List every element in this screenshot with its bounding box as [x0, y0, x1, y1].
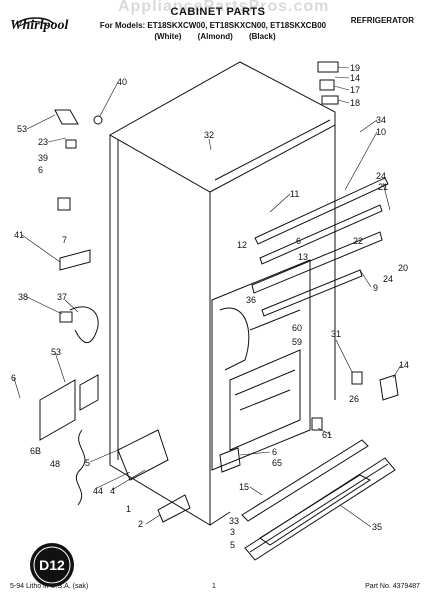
part-number-callouts: 19 14 17 18 34 10 40 53 23 39 6 7 41 32 … [11, 63, 409, 550]
footer-part-number: Part No. 4379487 [365, 583, 420, 590]
callout-2: 2 [138, 519, 143, 529]
callout-26: 26 [349, 394, 359, 404]
callout-1: 1 [126, 504, 131, 514]
d12-badge-label: D12 [39, 557, 65, 573]
whirlpool-logo [6, 14, 86, 48]
callout-6: 6 [272, 447, 277, 457]
cap-small [65, 139, 77, 149]
callout-53: 53 [17, 124, 27, 134]
callout-21: 21 [378, 182, 388, 192]
callout-5: 5 [230, 540, 235, 550]
hinge-top-right [317, 61, 339, 105]
color-list: (White) (Almond) (Black) [154, 32, 276, 41]
callout-22: 22 [353, 236, 363, 246]
callout-23: 23 [38, 137, 48, 147]
callout-39: 39 [38, 153, 48, 163]
callout-40: 40 [117, 77, 127, 87]
callout-17: 17 [350, 85, 360, 95]
callout-6: 6 [38, 165, 43, 175]
page-title: CABINET PARTS [170, 6, 266, 18]
end-cap-61 [311, 417, 323, 431]
leader-lines [13, 66, 402, 528]
callout-12: 12 [237, 240, 247, 250]
callout-53: 53 [51, 347, 61, 357]
cabinet-shell [108, 61, 336, 526]
callout-41: 41 [14, 230, 24, 240]
callout-33: 33 [229, 516, 239, 526]
d12-badge: D12 [30, 543, 74, 587]
shelf-rail-upper [254, 177, 389, 265]
callout-4: 4 [110, 486, 115, 496]
callout-18: 18 [350, 98, 360, 108]
callout-24: 24 [376, 171, 386, 181]
callout-3: 3 [230, 527, 235, 537]
swirl-logo-icon [15, 17, 55, 27]
callout-13: 13 [298, 252, 308, 262]
callout-24: 24 [383, 274, 393, 284]
footer-page-number: 1 [212, 583, 216, 590]
model-list: For Models: ET18SKXCW00, ET18SKXCN00, ET… [99, 21, 327, 30]
watermark: AppliancePartsPros.com [118, 0, 330, 15]
footer-litho: 5-94 Litho in U.S.A. (sak) [10, 583, 89, 590]
callout-32: 32 [204, 130, 214, 140]
power-cord [75, 429, 86, 506]
bracket-6-left [57, 197, 71, 211]
callout-19: 19 [350, 63, 360, 73]
callout-37: 37 [57, 292, 67, 302]
shelf-rail-lower [251, 231, 383, 317]
callout-59: 59 [292, 337, 302, 347]
callout-14: 14 [399, 360, 409, 370]
callout-20: 20 [398, 263, 408, 273]
callout-6b: 6B [30, 446, 41, 456]
leveler-bracket-left [39, 374, 99, 441]
clip-65 [219, 447, 241, 473]
callout-60: 60 [292, 323, 302, 333]
department-label: REFRIGERATOR [350, 16, 414, 25]
wire-harness-37 [59, 306, 99, 344]
brand-name: Whirlpool [10, 18, 69, 33]
callout-6: 6 [296, 236, 301, 246]
tape-41 [59, 249, 91, 271]
cabinet-interior [211, 259, 311, 471]
callout-44: 44 [93, 486, 103, 496]
callout-14: 14 [350, 73, 360, 83]
callout-11: 11 [290, 189, 299, 199]
door-stop-2 [157, 494, 191, 523]
compressor-base-plate [117, 429, 169, 481]
base-strip [241, 439, 369, 522]
callout-5: 5 [85, 458, 90, 468]
callout-7: 7 [62, 235, 67, 245]
bracket-31 [351, 371, 363, 385]
callout-6: 6 [11, 373, 16, 383]
callout-15: 15 [239, 482, 249, 492]
hinge-bracket-left-top [54, 109, 103, 125]
callout-9: 9 [373, 283, 378, 293]
callout-36: 36 [246, 295, 256, 305]
callout-35: 35 [372, 522, 382, 532]
callout-65: 65 [272, 458, 282, 468]
callout-38: 38 [18, 292, 28, 302]
callout-48: 48 [50, 459, 60, 469]
callout-31: 31 [331, 329, 341, 339]
toe-grille [244, 457, 396, 561]
callout-61: 61 [322, 430, 332, 440]
callout-34: 34 [376, 115, 386, 125]
callout-10: 10 [376, 127, 386, 137]
hinge-bottom-26 [379, 374, 399, 401]
